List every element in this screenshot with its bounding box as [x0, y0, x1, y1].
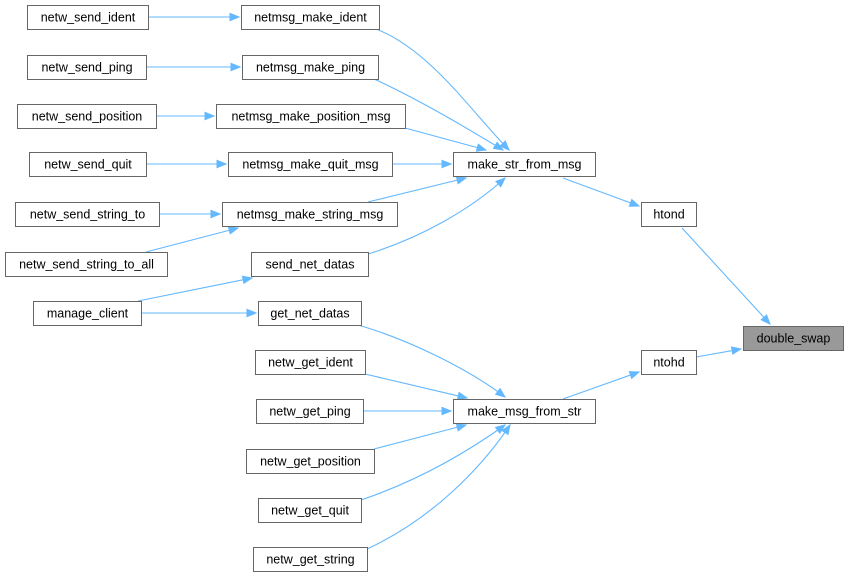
node-netw-get-position[interactable]: netw_get_position	[246, 449, 375, 474]
edge-netw-get-position-to-make-msg-from-str	[373, 423, 468, 450]
node-label: netw_get_position	[260, 455, 361, 469]
edge-manage-client-to-get-net-datas	[141, 308, 258, 318]
node-netw-get-ping[interactable]: netw_get_ping	[256, 399, 364, 424]
node-box	[253, 547, 368, 572]
node-label: netw_send_position	[32, 110, 143, 124]
node-label: netmsg_make_string_msg	[237, 208, 384, 222]
node-get-net-datas[interactable]: get_net_datas	[258, 301, 362, 326]
node-label: manage_client	[47, 307, 129, 321]
node-ntohd[interactable]: ntohd	[641, 350, 697, 375]
node-netmsg-make-ping[interactable]: netmsg_make_ping	[242, 55, 379, 80]
node-netw-send-ping[interactable]: netw_send_ping	[27, 55, 147, 80]
edge-netw-send-string-to-to-netmsg-make-string-msg	[159, 209, 222, 219]
edge-ntohd-to-double-swap	[695, 346, 743, 358]
node-box	[33, 301, 142, 326]
node-label: netmsg_make_ping	[256, 61, 365, 75]
node-make-str-from-msg[interactable]: make_str_from_msg	[453, 152, 596, 177]
node-box	[251, 252, 369, 277]
nodes: netw_send_ident netw_send_ping netw_send_p…	[5, 5, 844, 572]
edge-netmsg-make-string-msg-to-make-str-from-msg	[367, 176, 468, 203]
edge-netw-send-position-to-netmsg-make-position-msg	[156, 111, 216, 121]
node-label: netw_get_ping	[269, 405, 350, 419]
node-netw-send-ident[interactable]: netw_send_ident	[27, 5, 149, 30]
node-box	[241, 5, 380, 30]
node-label: netmsg_make_quit_msg	[242, 158, 378, 172]
node-box	[641, 350, 697, 375]
node-box	[242, 55, 379, 80]
node-label: netmsg_make_ident	[254, 11, 367, 25]
node-netw-send-string-to-all[interactable]: netw_send_string_to_all	[5, 252, 168, 277]
edge-netmsg-make-ident-to-make-str-from-msg	[375, 28, 510, 151]
edge-netw-send-string-to-all-to-netmsg-make-string-msg	[145, 226, 240, 253]
node-label: ntohd	[653, 356, 684, 370]
node-box	[5, 252, 168, 277]
node-label: netw_send_quit	[44, 158, 132, 172]
node-label: get_net_datas	[270, 307, 349, 321]
node-box	[641, 202, 697, 227]
edge-netmsg-make-quit-msg-to-make-str-from-msg	[392, 159, 453, 169]
node-label: netw_send_string_to_all	[19, 258, 154, 272]
edge-manage-client-to-send-net-datas	[137, 275, 254, 302]
node-box	[17, 104, 157, 129]
node-box	[222, 202, 398, 227]
node-htond[interactable]: htond	[641, 202, 697, 227]
node-netw-get-string[interactable]: netw_get_string	[253, 547, 368, 572]
edges	[137, 12, 771, 550]
edge-netw-send-ping-to-netmsg-make-ping	[146, 62, 242, 72]
edge-netw-get-ident-to-make-msg-from-str	[364, 373, 469, 401]
node-double-swap[interactable]: double_swap	[743, 326, 844, 351]
node-label: make_str_from_msg	[468, 158, 582, 172]
edge-netw-send-ident-to-netmsg-make-ident	[148, 12, 241, 22]
node-label: netw_send_ident	[41, 11, 136, 25]
edge-make-msg-from-str-to-ntohd	[562, 371, 641, 400]
node-box	[216, 104, 406, 129]
node-label: netmsg_make_position_msg	[231, 110, 390, 124]
edge-htond-to-double-swap	[681, 227, 771, 325]
node-label: netw_get_quit	[271, 504, 349, 518]
node-label: netw_send_string_to	[30, 208, 145, 222]
node-netw-send-quit[interactable]: netw_send_quit	[29, 152, 147, 177]
node-box	[27, 55, 147, 80]
node-box	[453, 399, 596, 424]
node-box	[15, 202, 160, 227]
node-box	[258, 301, 362, 326]
edge-make-str-from-msg-to-htond	[562, 177, 641, 207]
edge-netw-get-ping-to-make-msg-from-str	[363, 406, 453, 416]
node-box	[256, 399, 364, 424]
node-netw-get-quit[interactable]: netw_get_quit	[258, 498, 362, 523]
node-label: netw_send_ping	[41, 61, 132, 75]
node-send-net-datas[interactable]: send_net_datas	[251, 252, 369, 277]
node-box	[29, 152, 147, 177]
node-box	[27, 5, 149, 30]
node-make-msg-from-str[interactable]: make_msg_from_str	[453, 399, 596, 424]
node-label: htond	[653, 208, 684, 222]
node-box	[258, 498, 362, 523]
node-label: send_net_datas	[266, 258, 355, 272]
node-netmsg-make-quit-msg[interactable]: netmsg_make_quit_msg	[228, 152, 393, 177]
node-netw-send-position[interactable]: netw_send_position	[17, 104, 157, 129]
edge-get-net-datas-to-make-msg-from-str	[357, 324, 507, 398]
node-netw-send-string-to[interactable]: netw_send_string_to	[15, 202, 160, 227]
node-box	[255, 350, 366, 375]
edge-send-net-datas-to-make-str-from-msg	[367, 177, 506, 255]
node-netw-get-ident[interactable]: netw_get_ident	[255, 350, 366, 375]
edge-netmsg-make-position-msg-to-make-str-from-msg	[404, 127, 488, 152]
node-netmsg-make-ident[interactable]: netmsg_make_ident	[241, 5, 380, 30]
node-manage-client[interactable]: manage_client	[33, 301, 142, 326]
node-box	[228, 152, 393, 177]
edge-netw-get-quit-to-make-msg-from-str	[360, 424, 507, 501]
node-label: make_msg_from_str	[468, 405, 582, 419]
node-box	[246, 449, 375, 474]
node-netmsg-make-string-msg[interactable]: netmsg_make_string_msg	[222, 202, 398, 227]
node-netmsg-make-position-msg[interactable]: netmsg_make_position_msg	[216, 104, 406, 129]
node-label: netw_get_string	[266, 553, 354, 567]
edge-netmsg-make-ping-to-make-str-from-msg	[373, 78, 505, 151]
node-label: netw_get_ident	[268, 356, 353, 370]
edge-netw-send-quit-to-netmsg-make-quit-msg	[146, 159, 228, 169]
node-box	[743, 326, 844, 351]
node-label: double_swap	[757, 332, 831, 346]
edge-netw-get-string-to-make-msg-from-str	[366, 423, 511, 550]
node-box	[453, 152, 596, 177]
